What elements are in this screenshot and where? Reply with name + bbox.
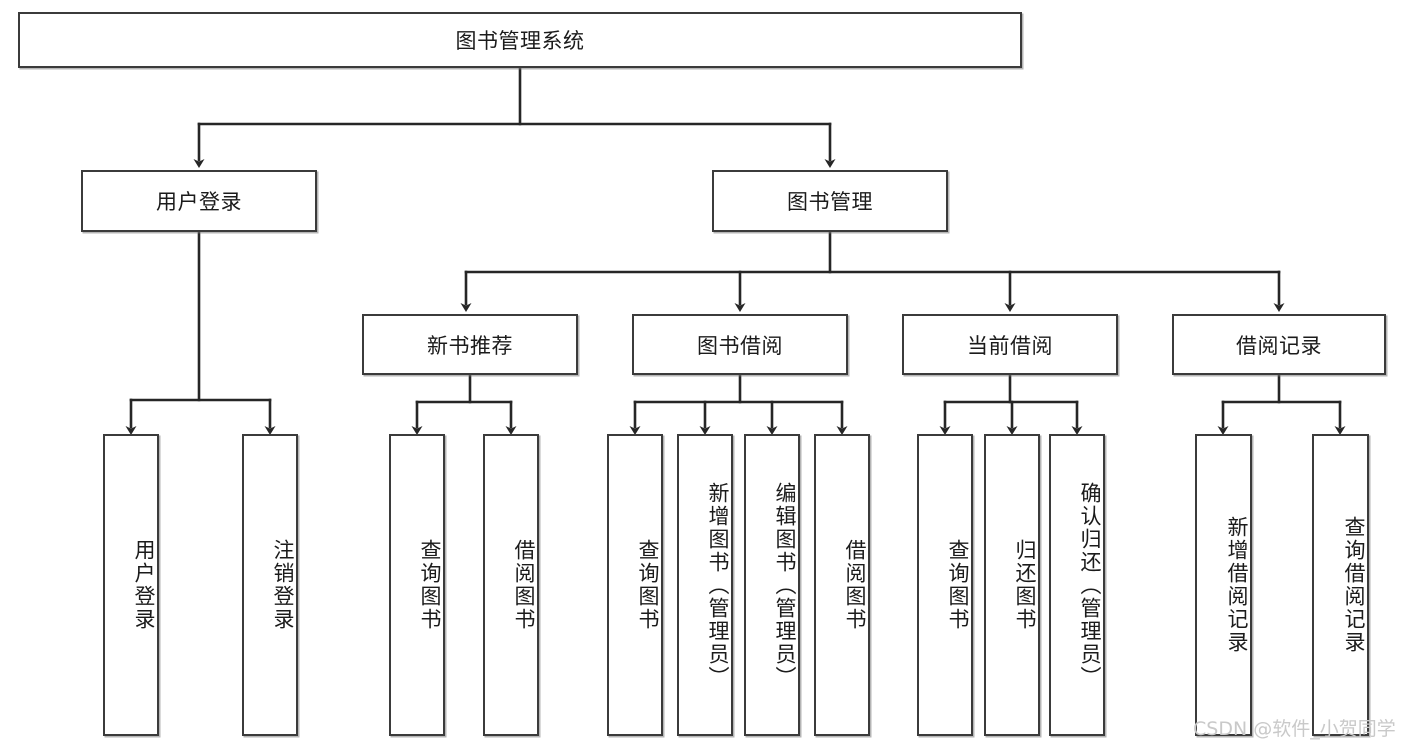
node-label: 编辑图书（管理员）: [773, 481, 797, 689]
node-label: 图书管理: [787, 190, 873, 214]
node-leaf-borrow-book-2[interactable]: 借阅图书: [814, 434, 870, 736]
node-leaf-return-book[interactable]: 归还图书: [984, 434, 1040, 736]
node-label: 图书借阅: [697, 333, 783, 358]
node-label: 图书管理系统: [455, 29, 585, 53]
node-label: 注销登录: [271, 539, 295, 631]
node-label: 归还图书: [1013, 539, 1037, 631]
node-label: 借阅图书: [843, 539, 867, 631]
node-book-borrow[interactable]: 图书借阅: [632, 314, 848, 375]
node-label: 用户登录: [156, 190, 242, 214]
node-current-borrow[interactable]: 当前借阅: [902, 314, 1118, 375]
node-leaf-edit-book[interactable]: 编辑图书（管理员）: [744, 434, 800, 736]
node-leaf-user-login[interactable]: 用户登录: [103, 434, 159, 736]
node-leaf-confirm-return[interactable]: 确认归还（管理员）: [1049, 434, 1105, 736]
node-label: 当前借阅: [967, 333, 1053, 358]
node-label: 新增图书（管理员）: [706, 481, 730, 689]
node-leaf-query-book-2[interactable]: 查询图书: [607, 434, 663, 736]
node-label: 查询图书: [946, 539, 970, 631]
node-leaf-add-book[interactable]: 新增图书（管理员）: [677, 434, 733, 736]
node-leaf-query-record[interactable]: 查询借阅记录: [1312, 434, 1369, 736]
node-leaf-borrow-book-1[interactable]: 借阅图书: [483, 434, 539, 736]
node-label: 确认归还（管理员）: [1078, 481, 1102, 689]
node-borrow-record[interactable]: 借阅记录: [1172, 314, 1386, 375]
node-leaf-query-book-1[interactable]: 查询图书: [389, 434, 445, 736]
node-leaf-add-record[interactable]: 新增借阅记录: [1195, 434, 1252, 736]
node-root-system[interactable]: 图书管理系统: [18, 12, 1022, 68]
node-label: 查询图书: [418, 539, 442, 631]
node-label: 查询借阅记录: [1342, 516, 1366, 654]
node-new-book-recommend[interactable]: 新书推荐: [362, 314, 578, 375]
node-label: 借阅图书: [512, 539, 536, 631]
node-user-login[interactable]: 用户登录: [81, 170, 317, 232]
node-leaf-query-book-3[interactable]: 查询图书: [917, 434, 973, 736]
node-label: 借阅记录: [1236, 333, 1322, 358]
node-label: 查询图书: [636, 539, 660, 631]
node-book-management[interactable]: 图书管理: [712, 170, 948, 232]
node-label: 新增借阅记录: [1225, 516, 1249, 654]
node-label: 用户登录: [132, 539, 156, 631]
node-leaf-logout-login[interactable]: 注销登录: [242, 434, 298, 736]
node-label: 新书推荐: [427, 333, 513, 358]
watermark-text: CSDN @软件_小贺同学: [1193, 718, 1396, 740]
